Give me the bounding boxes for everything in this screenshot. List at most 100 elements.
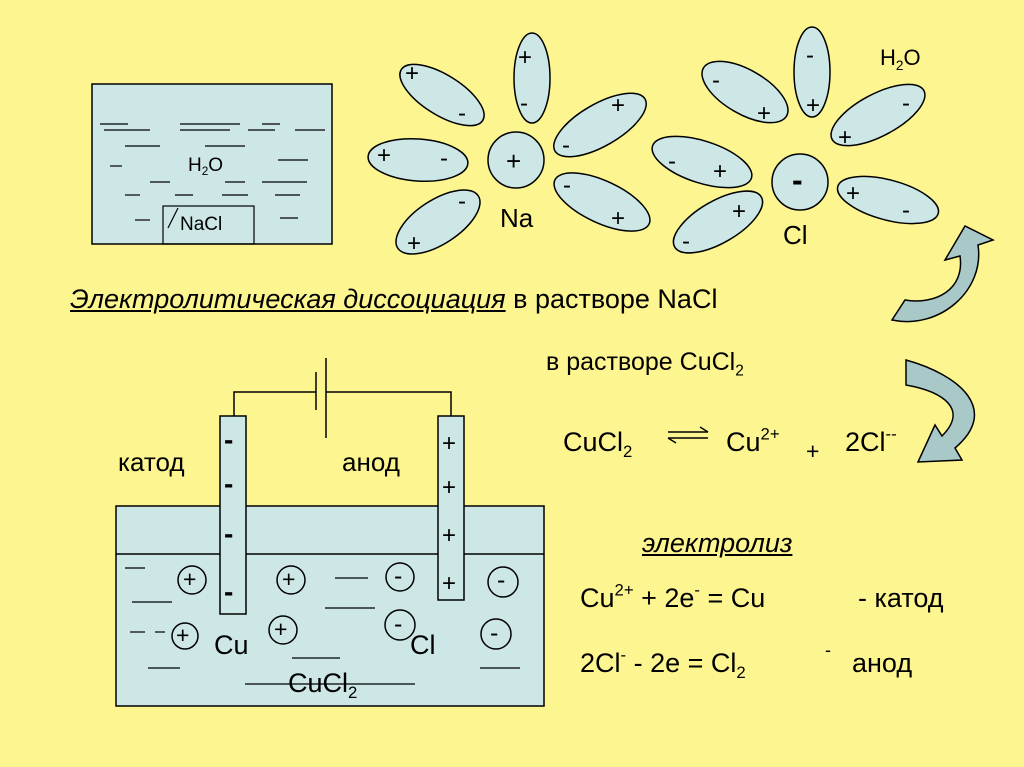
anode-sign: +: [442, 522, 457, 549]
anode-reaction: 2Cl- - 2e = Cl2: [580, 645, 746, 682]
cation-sign: +: [176, 622, 190, 648]
water-molecule: [553, 92, 647, 158]
cathode-sign: -: [224, 576, 234, 607]
charge-sign: +: [713, 158, 728, 185]
charge-sign: +: [407, 230, 422, 257]
cathode-label: катод: [118, 447, 185, 477]
anion-circle: [384, 609, 416, 641]
anion-sign: -: [490, 619, 499, 647]
na-ion: [487, 131, 545, 189]
cation-sign: +: [274, 616, 288, 642]
anode-label: анод: [342, 447, 400, 477]
water-molecule: [836, 175, 940, 225]
charge-sign: -: [668, 148, 676, 175]
water-molecule: [701, 60, 789, 124]
cl-ion: [771, 153, 829, 211]
dissociation-equation: CuCl2: [563, 427, 633, 461]
charge-sign: +: [405, 60, 420, 87]
anode-note: анод: [852, 648, 913, 678]
water-molecule: [793, 26, 831, 118]
cl-ions: 2Cl--: [845, 424, 897, 457]
charge-sign: +: [377, 142, 392, 169]
circuit-wire: [233, 358, 452, 438]
water-molecule: [672, 190, 764, 254]
cl-label: Cl: [410, 630, 436, 660]
charge-sign: +: [732, 198, 747, 225]
charge-sign: +: [757, 100, 772, 127]
anion-circle: [480, 618, 512, 650]
cucl2-caption: в растворе CuCl2: [546, 348, 744, 380]
charge-sign: +: [611, 205, 626, 232]
cucl2-formula: CuCl2: [288, 668, 358, 702]
cathode-sign: -: [224, 424, 234, 455]
na-label: Na: [500, 203, 534, 233]
equilibrium-arrows-icon: [667, 426, 709, 444]
electrolysis-cell: [115, 358, 545, 707]
charge-sign: +: [846, 180, 861, 207]
water-molecule: [399, 63, 485, 127]
cathode-note: - катод: [858, 583, 944, 613]
charge-sign: -: [562, 132, 570, 159]
anode-sign: +: [442, 430, 457, 457]
cl-label: Cl: [783, 220, 808, 250]
charge-sign: -: [902, 197, 910, 224]
cathode-sign: -: [224, 518, 234, 549]
anion-sign: -: [497, 566, 506, 594]
cation-circle: [177, 565, 207, 595]
cl-hydration-shell: [651, 26, 940, 254]
anode-sign: +: [442, 474, 457, 501]
curved-arrow-down: [905, 359, 976, 463]
charge-sign: -: [682, 228, 690, 255]
cation-circle: [171, 622, 199, 650]
charge-sign: -: [563, 172, 571, 199]
cathode-electrode: [219, 415, 247, 615]
charge-sign: -: [806, 42, 814, 69]
charge-sign: -: [712, 67, 720, 94]
water-molecule: [513, 32, 551, 124]
anion-circle: [487, 566, 519, 598]
nacl-label: NaCl: [180, 214, 223, 235]
charge-sign: +: [838, 124, 853, 151]
anion-sign: -: [394, 562, 403, 590]
cathode-sign: -: [224, 468, 234, 499]
na-hydration-shell: [367, 32, 651, 255]
electrolysis-title: электролиз: [642, 528, 793, 558]
nacl-crystal: [162, 205, 255, 245]
cu-ion: Cu2+: [726, 424, 780, 457]
charge-sign: -: [458, 100, 466, 127]
anode-electrode: [437, 415, 465, 601]
water-label: H2O: [188, 155, 224, 179]
water-molecule: [830, 83, 926, 147]
solution-lines: [125, 567, 520, 685]
charge-sign: -: [520, 90, 528, 117]
water-molecule: [367, 138, 469, 182]
anode-sign: +: [442, 570, 457, 597]
charge-sign: +: [806, 92, 821, 119]
anode-minus: -: [825, 640, 831, 660]
curved-arrow-up: [890, 225, 995, 323]
charge-sign: +: [518, 44, 533, 71]
water-molecule: [651, 135, 753, 189]
cu-label: Cu: [214, 630, 249, 660]
water-lines: [100, 123, 325, 221]
charge-sign: -: [440, 145, 448, 172]
cation-sign: +: [282, 566, 296, 592]
charge-sign: -: [458, 188, 466, 215]
cell-vessel: [115, 505, 545, 707]
cation-sign: +: [183, 566, 197, 592]
cation-circle: [276, 565, 306, 595]
anion-sign: -: [394, 610, 403, 638]
dissociation-caption: Электролитическая диссоциация в растворе…: [70, 284, 718, 314]
ion-circles: [171, 562, 519, 650]
cl-ion-charge: -: [792, 162, 803, 198]
cation-circle: [268, 615, 298, 645]
na-ion-charge: +: [506, 146, 522, 176]
charge-sign: -: [902, 90, 910, 117]
plus-sign: +: [806, 438, 820, 464]
anion-circle: [385, 562, 415, 592]
water-formula: H2O: [880, 45, 921, 73]
beaker-nacl: [91, 83, 333, 245]
charge-sign: +: [611, 92, 626, 119]
cathode-reaction: Cu2+ + 2e- = Cu: [580, 580, 766, 613]
